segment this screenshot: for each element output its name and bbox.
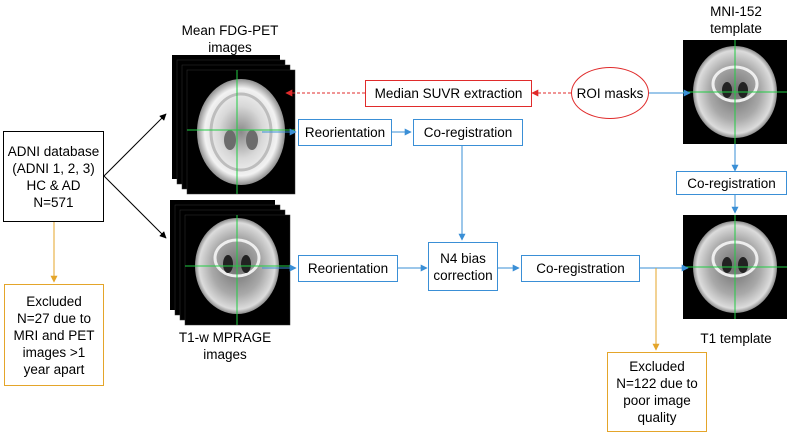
mni-template-label: MNI-152 template <box>710 4 762 36</box>
t1-mprage-images-label: T1-w MPRAGE images <box>178 330 272 362</box>
n4-bias-correction-box: N4 bias correction <box>428 242 498 291</box>
reorientation-bottom-box: Reorientation <box>298 255 398 282</box>
arrow-adni-to-t1 <box>103 175 167 239</box>
t1-mprage-image-stack <box>170 200 291 326</box>
median-suvr-extraction-box: Median SUVR extraction <box>365 80 532 107</box>
coregistration-bottom-box: Co-registration <box>521 255 640 282</box>
excluded-right-box: Excluded N=122 due to poor image quality <box>607 352 707 432</box>
coregistration-mni-box: Co-registration <box>676 171 787 195</box>
arrow-adni-to-pet <box>103 113 167 177</box>
coregistration-top-box: Co-registration <box>413 119 523 146</box>
t1-template-label: T1 template <box>700 331 772 346</box>
fdg-pet-image-stack <box>172 55 296 195</box>
excluded-left-box: Excluded N=27 due to MRI and PET images … <box>4 284 104 386</box>
adni-database-box: ADNI database (ADNI 1, 2, 3) HC & AD N=5… <box>3 131 104 222</box>
mni-template-image <box>683 40 787 144</box>
fdg-pet-images-label: Mean FDG-PET images <box>181 23 279 55</box>
reorientation-top-box: Reorientation <box>298 119 392 146</box>
roi-masks-ellipse: ROI masks <box>571 67 649 119</box>
t1-template-image <box>683 215 787 319</box>
